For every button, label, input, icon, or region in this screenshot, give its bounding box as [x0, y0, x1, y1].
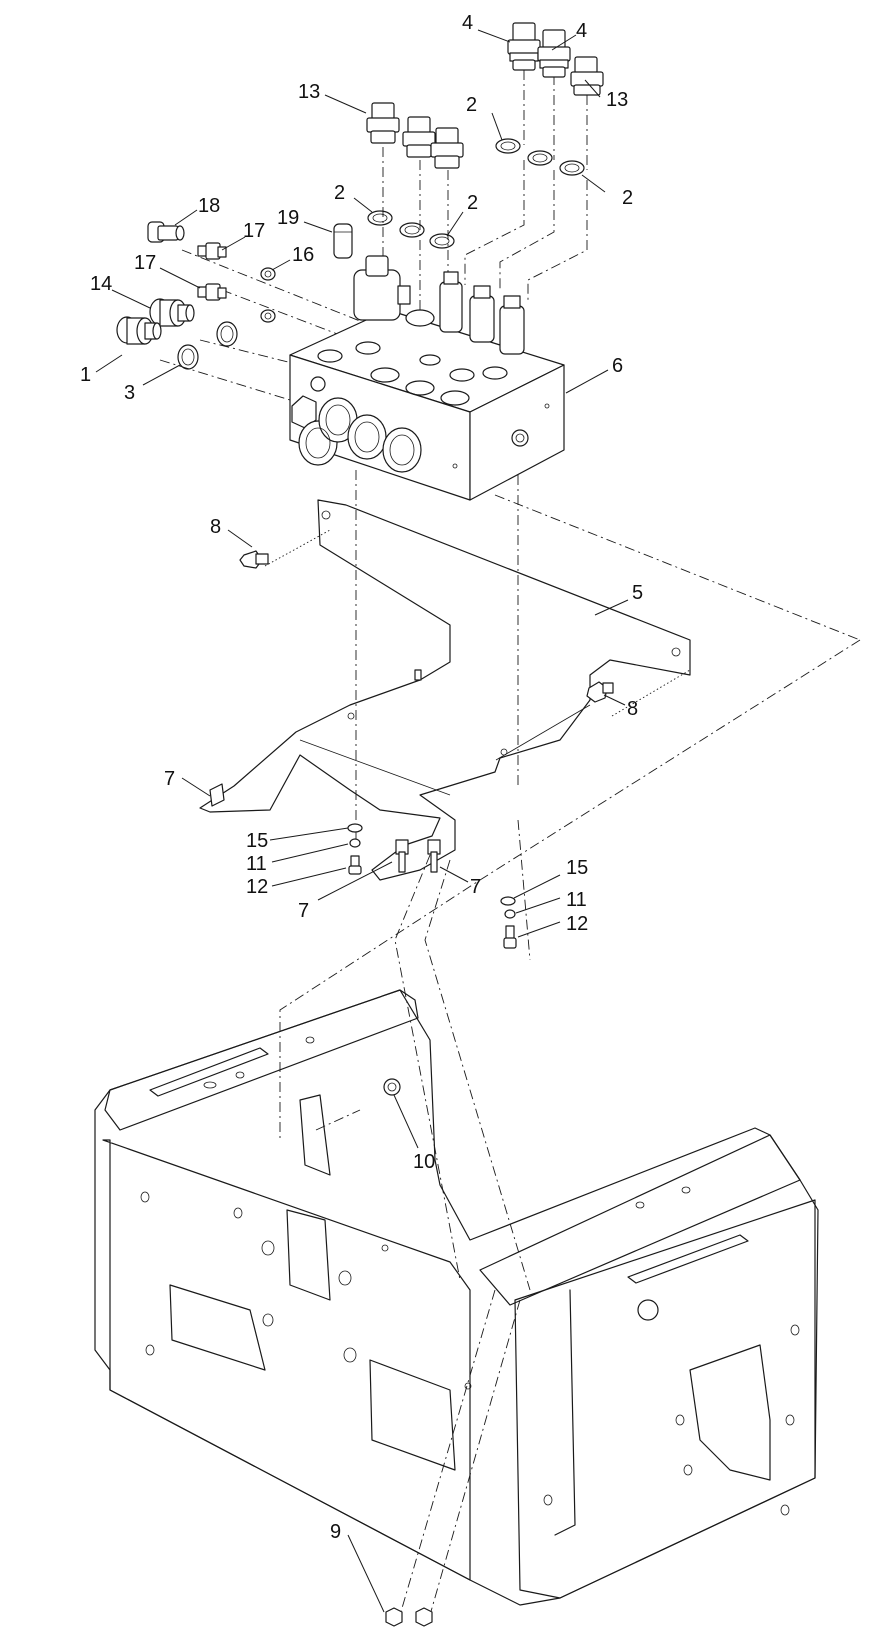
bolts-8 — [239, 550, 614, 703]
fitting-13-left-group — [366, 102, 464, 169]
callout-19: 19 — [277, 207, 299, 229]
callout-12-b: 12 — [566, 913, 588, 935]
callout-7-a: 7 — [164, 768, 175, 790]
frame-weldment — [94, 989, 819, 1606]
bracket-bolts-7 — [209, 783, 441, 873]
callout-7-b: 7 — [298, 900, 309, 922]
callout-15-a: 15 — [246, 830, 268, 852]
callout-4-b: 4 — [576, 20, 587, 42]
solenoid-coils — [353, 255, 525, 355]
fitting-19-cap — [333, 223, 353, 259]
callout-15-b: 15 — [566, 857, 588, 879]
callout-9: 9 — [330, 1521, 341, 1543]
callout-2-b: 2 — [334, 182, 345, 204]
callout-5: 5 — [632, 582, 643, 604]
callout-8-a: 8 — [210, 516, 221, 538]
fitting-4-left — [507, 22, 541, 71]
callout-16: 16 — [292, 244, 314, 266]
fitting-17-upper — [197, 242, 227, 260]
callout-14: 14 — [90, 273, 112, 295]
callout-11-b: 11 — [566, 889, 587, 911]
callout-13-a: 13 — [298, 81, 320, 103]
callout-12-a: 12 — [246, 876, 268, 898]
fitting-17-lower — [197, 283, 227, 301]
washer-nut-screw-left — [347, 823, 363, 875]
callout-4-a: 4 — [462, 12, 473, 34]
fitting-13-right — [570, 56, 604, 96]
callout-7-c: 7 — [470, 876, 481, 898]
callout-13-b: 13 — [606, 89, 628, 111]
washer-nut-screw-right — [500, 896, 517, 949]
fitting-4-right — [537, 29, 571, 78]
fitting-1 — [116, 316, 162, 345]
callout-17-b: 17 — [134, 252, 156, 274]
callout-11-a: 11 — [246, 853, 267, 875]
callout-2-a: 2 — [466, 94, 477, 116]
valve-block-6 — [289, 309, 565, 501]
callout-18: 18 — [198, 195, 220, 217]
callout-17-a: 17 — [243, 220, 265, 242]
mounting-bracket-5 — [199, 499, 691, 881]
callout-leaders — [95, 29, 629, 1613]
callout-8-b: 8 — [627, 698, 638, 720]
callout-6: 6 — [612, 355, 623, 377]
callout-2-c: 2 — [467, 192, 478, 214]
callout-10: 10 — [413, 1151, 435, 1173]
o-rings — [177, 138, 585, 370]
bolts-9 — [385, 1607, 433, 1627]
callout-3: 3 — [124, 382, 135, 404]
fitting-18 — [147, 221, 185, 243]
assembly-centerlines — [159, 70, 861, 1616]
callout-1: 1 — [80, 364, 91, 386]
callout-2-d: 2 — [622, 187, 633, 209]
callout-labels: 1 2 2 2 2 3 4 4 5 6 7 7 7 8 8 9 10 11 11… — [80, 12, 643, 1543]
fitting-14 — [149, 298, 195, 327]
